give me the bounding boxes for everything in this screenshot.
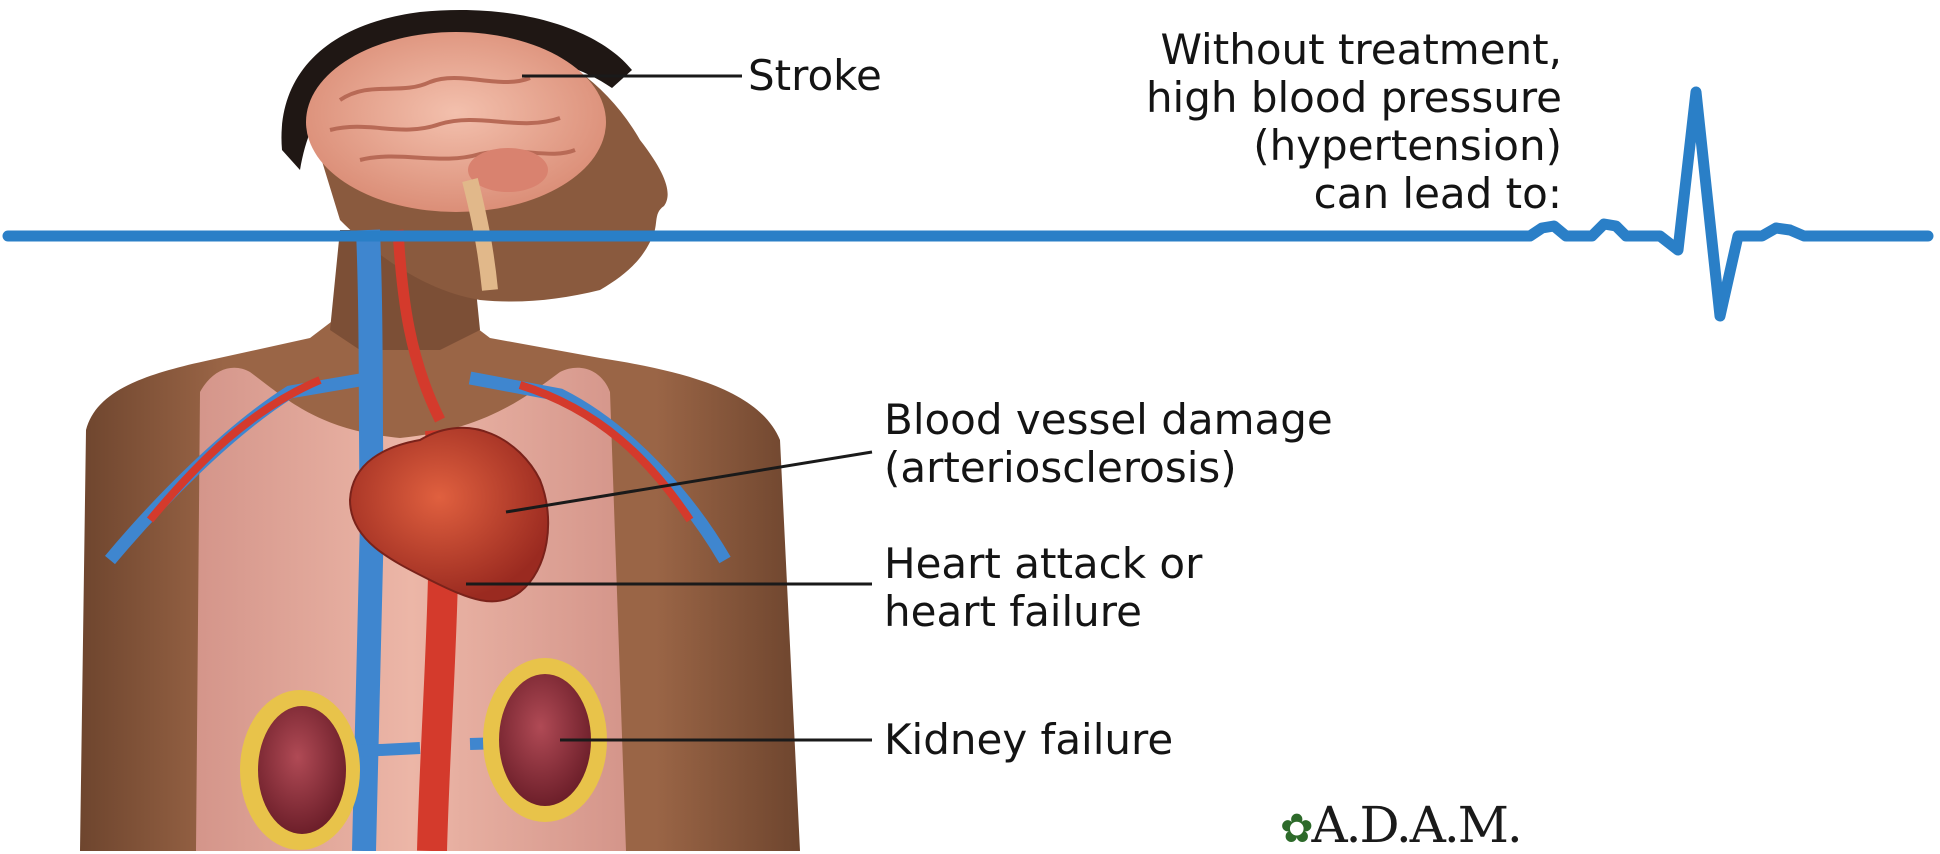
- label-vessel-line-2: (arteriosclerosis): [884, 444, 1333, 492]
- intro-line-3: (hypertension): [1146, 122, 1562, 170]
- label-heart-line-2: heart failure: [884, 588, 1202, 636]
- intro-line-1: Without treatment,: [1146, 26, 1562, 74]
- label-vessel-line-1: Blood vessel damage: [884, 396, 1333, 444]
- label-blood-vessel-damage: Blood vessel damage (arteriosclerosis): [884, 396, 1333, 492]
- label-heart-line-1: Heart attack or: [884, 540, 1202, 588]
- logo-text: A.D.A.M.: [1312, 796, 1521, 854]
- intro-text: Without treatment, high blood pressure (…: [1146, 26, 1562, 218]
- label-kidney-failure: Kidney failure: [884, 716, 1173, 764]
- intro-line-2: high blood pressure: [1146, 74, 1562, 122]
- cerebellum: [468, 148, 548, 192]
- label-stroke: Stroke: [748, 52, 882, 100]
- adam-logo: ✿A.D.A.M.: [1280, 796, 1521, 854]
- leaf-icon: ✿: [1280, 806, 1312, 852]
- intro-line-4: can lead to:: [1146, 170, 1562, 218]
- kidney-left: [258, 706, 346, 834]
- label-heart-failure: Heart attack or heart failure: [884, 540, 1202, 636]
- head: [281, 10, 667, 350]
